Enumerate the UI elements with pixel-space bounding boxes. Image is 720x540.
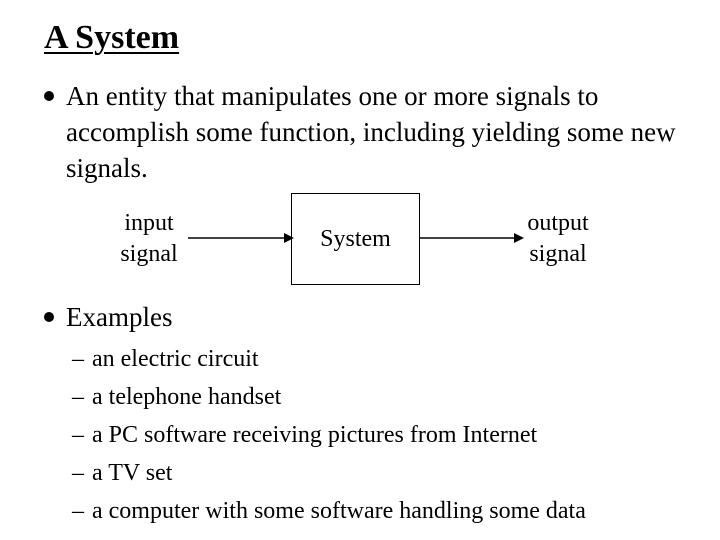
list-item: –a telephone handset bbox=[72, 378, 586, 416]
list-item-text: a computer with some software handling s… bbox=[92, 498, 586, 524]
bullet-icon bbox=[44, 312, 54, 322]
input-signal-label: input signal bbox=[110, 208, 188, 270]
dash-icon: – bbox=[72, 422, 84, 448]
examples-list: –an electric circuit –a telephone handse… bbox=[72, 340, 586, 530]
system-box: System bbox=[291, 193, 420, 285]
output-label-line2: signal bbox=[529, 241, 587, 267]
dash-icon: – bbox=[72, 498, 84, 524]
bullet-definition: An entity that manipulates one or more s… bbox=[66, 81, 676, 183]
output-signal-label: output signal bbox=[518, 208, 598, 270]
list-item-text: a telephone handset bbox=[92, 384, 282, 410]
input-arrow bbox=[188, 233, 294, 243]
dash-icon: – bbox=[72, 460, 84, 486]
slide-title: A System bbox=[44, 19, 180, 56]
bullet-icon bbox=[44, 91, 54, 101]
bullet-examples: Examples bbox=[66, 302, 173, 332]
dash-icon: – bbox=[72, 384, 84, 410]
list-item: –a computer with some software handling … bbox=[72, 492, 586, 530]
list-item-text: an electric circuit bbox=[92, 346, 259, 372]
list-item: –a TV set bbox=[72, 454, 586, 492]
dash-icon: – bbox=[72, 346, 84, 372]
list-item: –an electric circuit bbox=[72, 340, 586, 378]
list-item-text: a PC software receiving pictures from In… bbox=[92, 422, 538, 448]
input-label-line2: signal bbox=[120, 241, 178, 267]
output-arrow bbox=[420, 233, 524, 243]
input-label-line1: input bbox=[124, 210, 174, 236]
list-item-text: a TV set bbox=[92, 460, 173, 486]
output-label-line1: output bbox=[527, 210, 589, 236]
system-label: System bbox=[320, 226, 391, 252]
list-item: –a PC software receiving pictures from I… bbox=[72, 416, 586, 454]
